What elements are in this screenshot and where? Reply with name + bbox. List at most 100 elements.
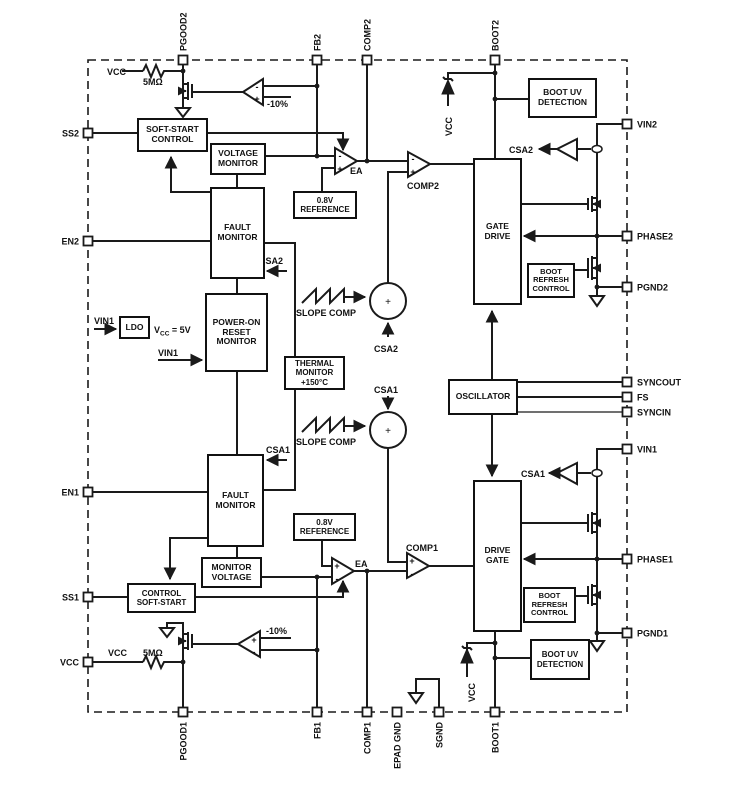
label-csa2-amp: CSA2 [509,145,533,155]
block-boot-uv-detection-1: BOOT UV DETECTION [530,639,590,680]
pin-label-phase2: PHASE2 [637,232,673,242]
pin-label-fb2: FB2 [313,34,323,51]
block-boot-refresh-control-2: BOOT REFRESH CONTROL [527,263,575,298]
pin-syncin [621,406,633,418]
pin-label-comp1: COMP1 [363,722,373,754]
pin-label-syncin: SYNCIN [637,408,671,418]
pin-en2 [82,235,94,247]
block-fault-monitor-1: FAULT MONITOR [207,454,264,547]
block-power-on-reset-monitor: POWER-ON RESET MONITOR [205,293,268,372]
label-cmp-top-plus: + [254,94,259,104]
ground-icon-pgood1 [157,627,177,639]
label-csa1-sum: CSA1 [374,385,398,395]
mosfet-low-2 [575,256,597,280]
pin-label-pgnd2: PGND2 [637,283,668,293]
block-reference-1: 0.8V REFERENCE [293,513,356,541]
label-resistor-top: 5MΩ [143,77,163,87]
label-ea1-plus: + [334,561,339,571]
block-reference-2: 0.8V REFERENCE [293,191,357,219]
wire-sum1-to-comp1 [387,448,407,563]
block-boot-uv-detection-2: BOOT UV DETECTION [528,78,597,118]
block-control-soft-start-1: CONTROL SOFT-START [127,583,196,613]
wire-softstart2-to-ea [208,132,350,152]
pin-ss1 [82,591,94,603]
pin-pgnd1 [621,627,633,639]
ground-icon-pgnd2 [588,295,606,308]
wire-syncout-fs [518,381,622,398]
block-fault-monitor-2: FAULT MONITOR [210,187,265,279]
wire-softstart1-to-ea [196,579,350,598]
mosfet-low-1 [576,584,597,606]
block-ldo: LDO [119,316,150,339]
label-minus10-bottom: -10% [266,626,287,636]
label-comp2-amp: COMP2 [407,181,439,191]
block-voltage-monitor-2: VOLTAGE MONITOR [210,143,266,175]
pin-label-fb1: FB1 [313,722,323,739]
wire-sgnd [415,678,440,707]
pin-label-ss1: SS1 [62,593,79,603]
pin-fb2 [311,54,323,66]
mosfet-high-1 [522,512,597,534]
sawtooth-2-icon [301,286,345,306]
pin-label-en2: EN2 [61,237,79,247]
csa1-amp-icon [554,461,578,486]
ground-icon-pgnd1 [588,640,606,653]
block-monitor-voltage-1: MONITOR VOLTAGE [201,557,262,588]
pin-vin1 [621,443,633,455]
pin-vin2 [621,118,633,130]
pin-fb1 [311,706,323,718]
pwm-comparator-2-icon [407,150,433,179]
label-resistor-bottom: 5MΩ [143,648,163,658]
pin-en1 [82,486,94,498]
label-slope-comp-2: SLOPE COMP [296,308,356,318]
pin-pgnd2 [621,281,633,293]
block-boot-refresh-control-1: BOOT REFRESH CONTROL [523,587,576,623]
label-vcc-5v: VCC = 5V [154,325,191,338]
ground-icon-pgood2 [173,107,193,119]
label-sum2-plus: + [385,297,391,308]
label-ea-top: EA [350,166,363,176]
mosfet-pgood2 [183,82,243,100]
junction-dots [180,68,600,665]
label-vin1-por: VIN1 [158,348,178,358]
pin-label-syncout: SYNCOUT [637,378,682,388]
pin-label-pgnd1: PGND1 [637,629,668,639]
resistor-5m-top [142,62,183,80]
pin-label-vin1: VIN1 [637,445,657,455]
wire-gnd-pgood1 [166,622,184,630]
comparator-pgood2-icon [241,77,264,107]
label-cmp-bot-plus: + [251,635,256,645]
wire-fault2-to-softstart [164,155,210,193]
wire-sum2-to-comp2 [387,171,408,283]
wire-boot2-diode [447,72,495,79]
label-sum1-plus: + [385,426,391,437]
pin-label-fs: FS [637,393,649,403]
comparator-pgood1-icon [236,629,261,659]
pin-pgood1 [177,706,189,718]
label-vcc-bottom-left: VCC [108,648,128,658]
label-csa2-fault: CSA2 [259,256,283,266]
wire-vin2-rail [596,123,622,296]
block-gate-drive-2: GATE DRIVE [473,158,522,305]
pin-vcc [82,656,94,668]
summing-node-2-icon [369,282,407,320]
wire-fault2-thermal [265,242,296,356]
pin-boot2 [489,54,501,66]
pin-epad-gnd [391,706,403,718]
pin-label-epad-gnd: EPAD GND [393,722,403,769]
label-ea1-minus: - [336,574,339,584]
label-ea2-minus: - [339,151,342,161]
label-minus10-top: -10% [267,99,288,109]
wire-ref1-to-ea [321,541,332,567]
pin-syncout [621,376,633,388]
label-csa1-amp: CSA1 [521,469,545,479]
error-amp-2-icon [334,146,359,176]
boot-diode-2-icon [441,78,455,95]
label-comp1-amp: COMP1 [406,543,438,553]
pin-label-sgnd: SGND [435,722,445,749]
label-slope-comp-1: SLOPE COMP [296,437,356,447]
label-vcc-boot1: VCC [467,682,477,702]
